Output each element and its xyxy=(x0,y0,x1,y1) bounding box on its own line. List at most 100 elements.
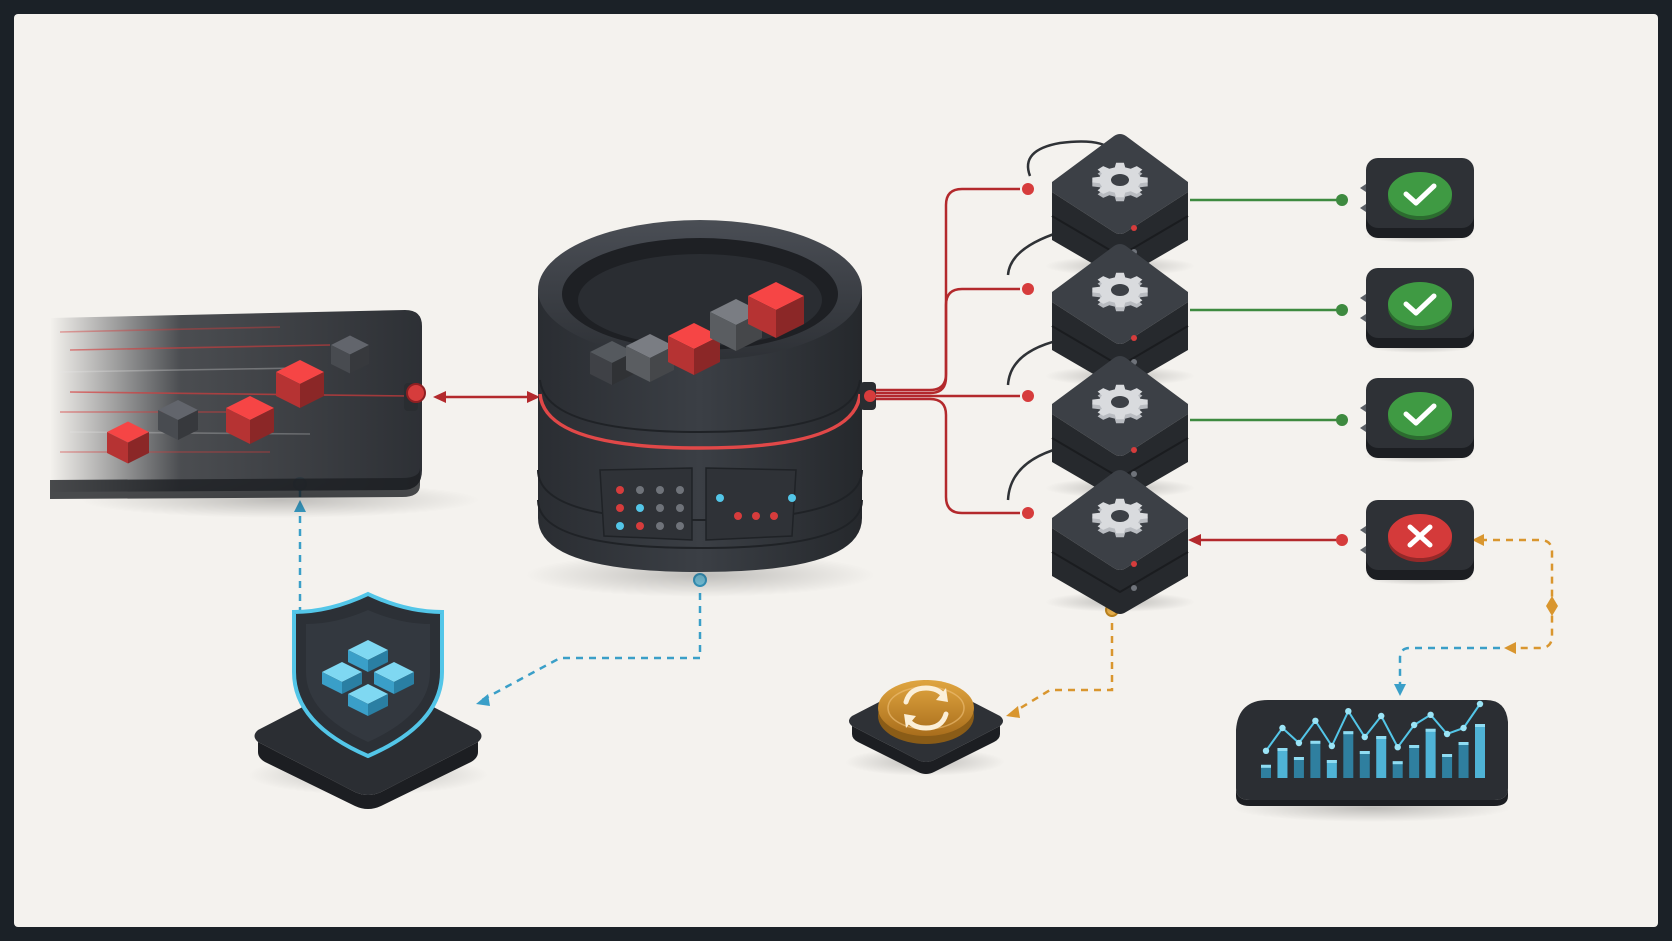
refresh-icon xyxy=(903,685,949,731)
chart-bar xyxy=(1442,754,1453,778)
panel-leds-right xyxy=(716,494,796,520)
queue-control-panel xyxy=(599,467,797,541)
chart-bar xyxy=(1376,736,1387,778)
chart-bar-cap xyxy=(1343,731,1354,735)
trend-point xyxy=(1328,742,1336,750)
trend-point xyxy=(1312,717,1319,724)
chart-bar-cap xyxy=(1376,736,1387,739)
chart-bar-cap xyxy=(1392,761,1403,765)
panel-led xyxy=(716,494,724,502)
connectors xyxy=(293,140,1558,718)
queued-message-cube xyxy=(668,323,720,375)
worker-result-links xyxy=(1188,194,1348,546)
chart-bar-cap xyxy=(1261,764,1271,768)
queue-security-arrow xyxy=(476,694,490,706)
message-cube xyxy=(226,396,274,444)
gear-icon xyxy=(1092,498,1148,538)
shield-blocks xyxy=(322,640,414,716)
chart-bar xyxy=(1392,761,1403,778)
worker-node xyxy=(1045,134,1195,278)
monitor-input-link xyxy=(1398,646,1500,686)
worker-led xyxy=(1131,447,1137,453)
trend-point xyxy=(1476,700,1484,708)
worker-led xyxy=(1131,335,1137,341)
chart-bar xyxy=(1326,760,1337,778)
chart-bar-cap xyxy=(1475,724,1485,727)
worker-retry-link xyxy=(1013,610,1114,714)
worker-nodes xyxy=(1045,134,1195,614)
panel-led xyxy=(676,504,684,512)
trend-point xyxy=(1262,747,1270,754)
chart-bar-cap xyxy=(1359,751,1370,754)
message-cube xyxy=(158,400,198,440)
gear-icon xyxy=(1092,162,1148,202)
worker-led xyxy=(1131,225,1137,231)
producer-message-cubes xyxy=(107,335,369,464)
worker-led xyxy=(1131,585,1137,591)
chart-bar xyxy=(1261,764,1271,778)
result-badge-success xyxy=(1360,378,1476,463)
panel-led xyxy=(656,522,664,530)
message-queue-cylinder-icon xyxy=(525,220,876,597)
gear-icon xyxy=(1092,272,1148,312)
trend-point xyxy=(1378,712,1385,720)
producer-queue-link xyxy=(433,391,540,403)
message-cube xyxy=(276,360,324,408)
x-icon xyxy=(1407,524,1433,548)
check-icon xyxy=(1403,293,1437,316)
result-badges xyxy=(1360,158,1476,585)
chart-bar-cap xyxy=(1442,754,1453,757)
worker-node xyxy=(1045,470,1195,614)
queued-message-cubes xyxy=(590,282,804,385)
worker-node xyxy=(1045,244,1195,388)
panel-led xyxy=(616,522,624,530)
trend-point xyxy=(1460,724,1467,732)
trend-line xyxy=(1262,700,1484,754)
panel-led xyxy=(656,486,664,494)
chart-bar-cap xyxy=(1409,745,1420,748)
chart-bar xyxy=(1409,745,1420,778)
failure-monitor-arrow-top xyxy=(1472,534,1484,546)
queued-message-cube xyxy=(626,334,674,382)
security-node xyxy=(248,591,488,809)
trend-point xyxy=(1345,708,1352,715)
panel-led xyxy=(788,494,796,502)
chart-bar-cap xyxy=(1293,757,1304,760)
result-badge-failure xyxy=(1360,500,1476,585)
trend-point xyxy=(1427,711,1434,718)
check-icon xyxy=(1403,403,1437,426)
chart-bar xyxy=(1359,751,1370,778)
panel-led xyxy=(676,522,684,530)
worker-led xyxy=(1131,561,1137,567)
queue-worker-fanout xyxy=(872,187,1020,515)
chart-bar xyxy=(1425,728,1436,778)
gear-icon xyxy=(1092,384,1148,424)
chart-bar xyxy=(1310,740,1321,778)
worker-retry-arrow xyxy=(1006,706,1020,718)
panel-led xyxy=(734,512,742,520)
panel-led xyxy=(752,512,760,520)
trend-point xyxy=(1410,721,1418,729)
panel-led xyxy=(616,486,624,494)
chart-bar xyxy=(1343,731,1354,778)
chart-bar xyxy=(1458,742,1469,778)
queued-message-cube xyxy=(748,282,804,338)
panel-led xyxy=(676,486,684,494)
check-icon xyxy=(1403,183,1437,206)
chart-bar-cap xyxy=(1310,740,1321,744)
trend-polyline xyxy=(1265,703,1481,752)
trend-point xyxy=(1295,739,1303,747)
chart-bar-cap xyxy=(1458,742,1469,745)
panel-led xyxy=(636,486,644,494)
failure-monitor-arrow-bottom xyxy=(1504,642,1516,654)
trend-point xyxy=(1394,744,1401,751)
trend-point xyxy=(1279,724,1286,732)
panel-led xyxy=(636,522,644,530)
message-cube xyxy=(331,335,369,374)
shield-icon xyxy=(292,591,444,759)
panel-led xyxy=(656,504,664,512)
bar-chart-icon xyxy=(1261,724,1485,778)
failure-monitor-link xyxy=(1480,538,1554,650)
worker-node xyxy=(1045,356,1195,500)
